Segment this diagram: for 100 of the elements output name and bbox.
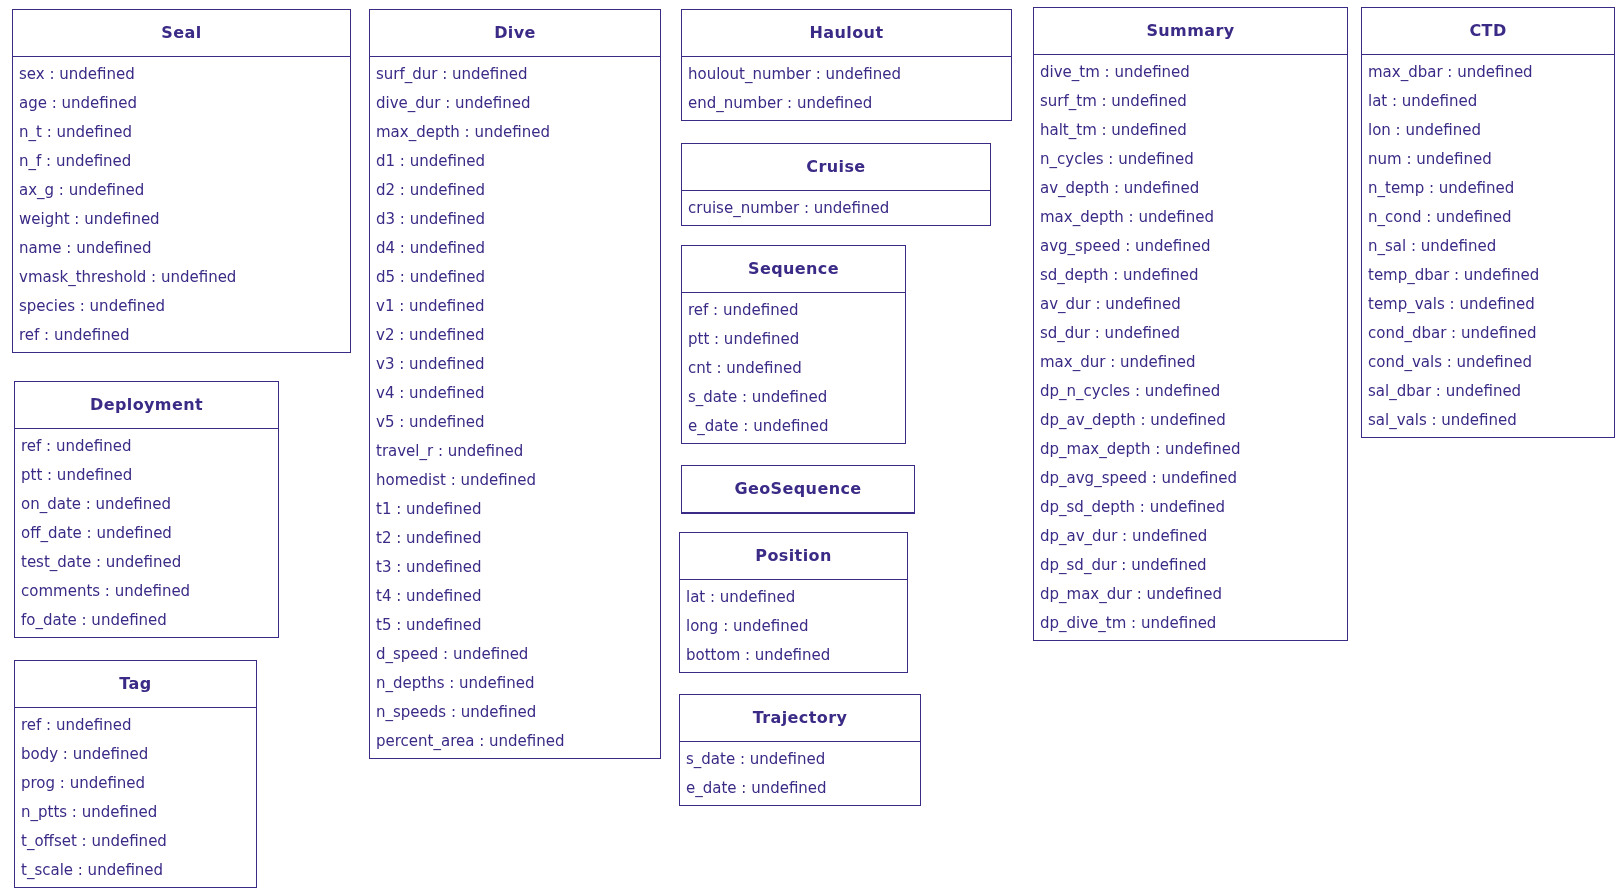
attribute: cond_vals : undefined	[1367, 352, 1534, 373]
attribute: e_date : undefined	[685, 778, 828, 799]
attribute: temp_dbar : undefined	[1367, 265, 1541, 286]
attribute: num : undefined	[1367, 149, 1493, 170]
class-name: Dive	[370, 10, 660, 57]
attribute: dp_av_dur : undefined	[1039, 526, 1209, 547]
attribute: sex : undefined	[18, 64, 136, 85]
attribute: n_f : undefined	[18, 151, 133, 172]
attribute: max_depth : undefined	[1039, 207, 1215, 228]
attribute: d_speed : undefined	[375, 644, 530, 665]
class-box	[681, 245, 906, 444]
attribute: s_date : undefined	[685, 749, 827, 770]
attribute: dp_max_depth : undefined	[1039, 439, 1242, 460]
attribute: t1 : undefined	[375, 499, 483, 520]
class-name: Haulout	[682, 10, 1011, 57]
class-box	[679, 532, 908, 673]
class-name: Cruise	[682, 144, 990, 191]
attribute: cruise_number : undefined	[687, 198, 891, 219]
attribute: ref : undefined	[18, 325, 131, 346]
attribute: lat : undefined	[685, 587, 797, 608]
class-box	[12, 9, 351, 353]
attribute: n_speeds : undefined	[375, 702, 538, 723]
attribute: v4 : undefined	[375, 383, 486, 404]
attribute: n_ptts : undefined	[20, 802, 159, 823]
class-box	[681, 9, 1012, 121]
class-box	[679, 694, 921, 806]
attribute: ptt : undefined	[20, 465, 134, 486]
class-name: Position	[680, 533, 907, 580]
attribute: n_t : undefined	[18, 122, 133, 143]
class-box	[14, 660, 257, 888]
attribute: v2 : undefined	[375, 325, 486, 346]
class-box	[369, 9, 661, 759]
attribute: cond_dbar : undefined	[1367, 323, 1538, 344]
attribute: t5 : undefined	[375, 615, 483, 636]
attribute: n_temp : undefined	[1367, 178, 1516, 199]
attribute: max_dur : undefined	[1039, 352, 1197, 373]
attribute: end_number : undefined	[687, 93, 874, 114]
attribute: houlout_number : undefined	[687, 64, 903, 85]
attribute: dp_dive_tm : undefined	[1039, 613, 1218, 634]
attribute: on_date : undefined	[20, 494, 173, 515]
attribute: comments : undefined	[20, 581, 192, 602]
class-name: Tag	[15, 661, 256, 708]
class-box	[681, 143, 991, 226]
attribute: off_date : undefined	[20, 523, 173, 544]
attribute: av_depth : undefined	[1039, 178, 1201, 199]
class-name: Trajectory	[680, 695, 920, 742]
attribute: sal_vals : undefined	[1367, 410, 1518, 431]
attribute: dp_av_depth : undefined	[1039, 410, 1227, 431]
attribute: d5 : undefined	[375, 267, 487, 288]
attribute: n_cond : undefined	[1367, 207, 1513, 228]
class-box	[14, 381, 279, 638]
attribute: lat : undefined	[1367, 91, 1479, 112]
class-box	[1361, 7, 1615, 438]
attribute: halt_tm : undefined	[1039, 120, 1188, 141]
attribute: dive_tm : undefined	[1039, 62, 1191, 83]
attribute: dp_avg_speed : undefined	[1039, 468, 1238, 489]
attribute: ref : undefined	[687, 300, 800, 321]
attribute: lon : undefined	[1367, 120, 1482, 141]
attribute: v5 : undefined	[375, 412, 486, 433]
attribute: d3 : undefined	[375, 209, 487, 230]
attribute: travel_r : undefined	[375, 441, 525, 462]
attribute: bottom : undefined	[685, 645, 832, 666]
attribute: dp_n_cycles : undefined	[1039, 381, 1222, 402]
attribute: homedist : undefined	[375, 470, 537, 491]
attribute: dive_dur : undefined	[375, 93, 532, 114]
attribute: temp_vals : undefined	[1367, 294, 1536, 315]
attribute: dp_sd_dur : undefined	[1039, 555, 1208, 576]
attribute: vmask_threshold : undefined	[18, 267, 238, 288]
attribute: sal_dbar : undefined	[1367, 381, 1523, 402]
attribute: name : undefined	[18, 238, 153, 259]
attribute: sd_dur : undefined	[1039, 323, 1182, 344]
attribute: n_sal : undefined	[1367, 236, 1498, 257]
class-name: Summary	[1034, 8, 1347, 55]
attribute: cnt : undefined	[687, 358, 803, 379]
attribute: d2 : undefined	[375, 180, 487, 201]
attribute: ax_g : undefined	[18, 180, 146, 201]
attribute: percent_area : undefined	[375, 731, 566, 752]
attribute: test_date : undefined	[20, 552, 183, 573]
attribute: s_date : undefined	[687, 387, 829, 408]
attribute: t_offset : undefined	[20, 831, 168, 852]
attribute: e_date : undefined	[687, 416, 830, 437]
attribute: sd_depth : undefined	[1039, 265, 1200, 286]
attribute: weight : undefined	[18, 209, 161, 230]
attribute: ref : undefined	[20, 436, 133, 457]
attribute: surf_tm : undefined	[1039, 91, 1188, 112]
attribute: surf_dur : undefined	[375, 64, 529, 85]
attribute: t_scale : undefined	[20, 860, 165, 881]
attribute: v1 : undefined	[375, 296, 486, 317]
attribute: max_depth : undefined	[375, 122, 551, 143]
attribute: max_dbar : undefined	[1367, 62, 1534, 83]
attribute: fo_date : undefined	[20, 610, 168, 631]
attribute: v3 : undefined	[375, 354, 486, 375]
attribute: n_depths : undefined	[375, 673, 536, 694]
attribute: prog : undefined	[20, 773, 147, 794]
class-name: Deployment	[15, 382, 278, 429]
attribute: d1 : undefined	[375, 151, 487, 172]
attribute: n_cycles : undefined	[1039, 149, 1195, 170]
attribute: long : undefined	[685, 616, 810, 637]
attribute: avg_speed : undefined	[1039, 236, 1212, 257]
attribute: d4 : undefined	[375, 238, 487, 259]
